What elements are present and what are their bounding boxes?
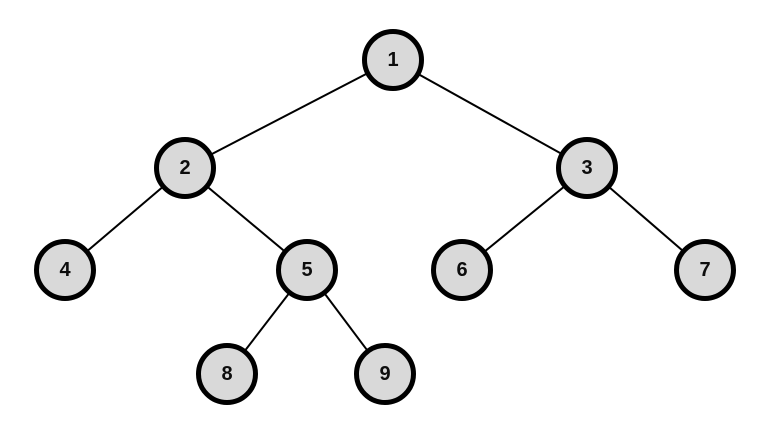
- tree-node-label: 7: [699, 259, 711, 281]
- tree-node-label: 1: [387, 49, 399, 71]
- tree-node-5: 5: [276, 239, 338, 301]
- tree-node-label: 4: [59, 259, 71, 281]
- tree-node-1: 1: [362, 29, 424, 91]
- tree-node-label: 6: [456, 259, 468, 281]
- tree-edge-1-2: [184, 59, 394, 169]
- tree-node-label: 9: [379, 363, 391, 385]
- tree-node-9: 9: [354, 343, 416, 405]
- tree-node-label: 3: [581, 157, 593, 179]
- tree-node-label: 8: [221, 363, 233, 385]
- tree-edge-1-3: [392, 59, 588, 169]
- tree-node-8: 8: [196, 343, 258, 405]
- tree-node-2: 2: [154, 137, 216, 199]
- tree-node-label: 2: [179, 157, 191, 179]
- tree-node-4: 4: [34, 239, 96, 301]
- tree-node-6: 6: [431, 239, 493, 301]
- tree-node-7: 7: [674, 239, 736, 301]
- tree-node-3: 3: [556, 137, 618, 199]
- tree-node-label: 5: [301, 259, 313, 281]
